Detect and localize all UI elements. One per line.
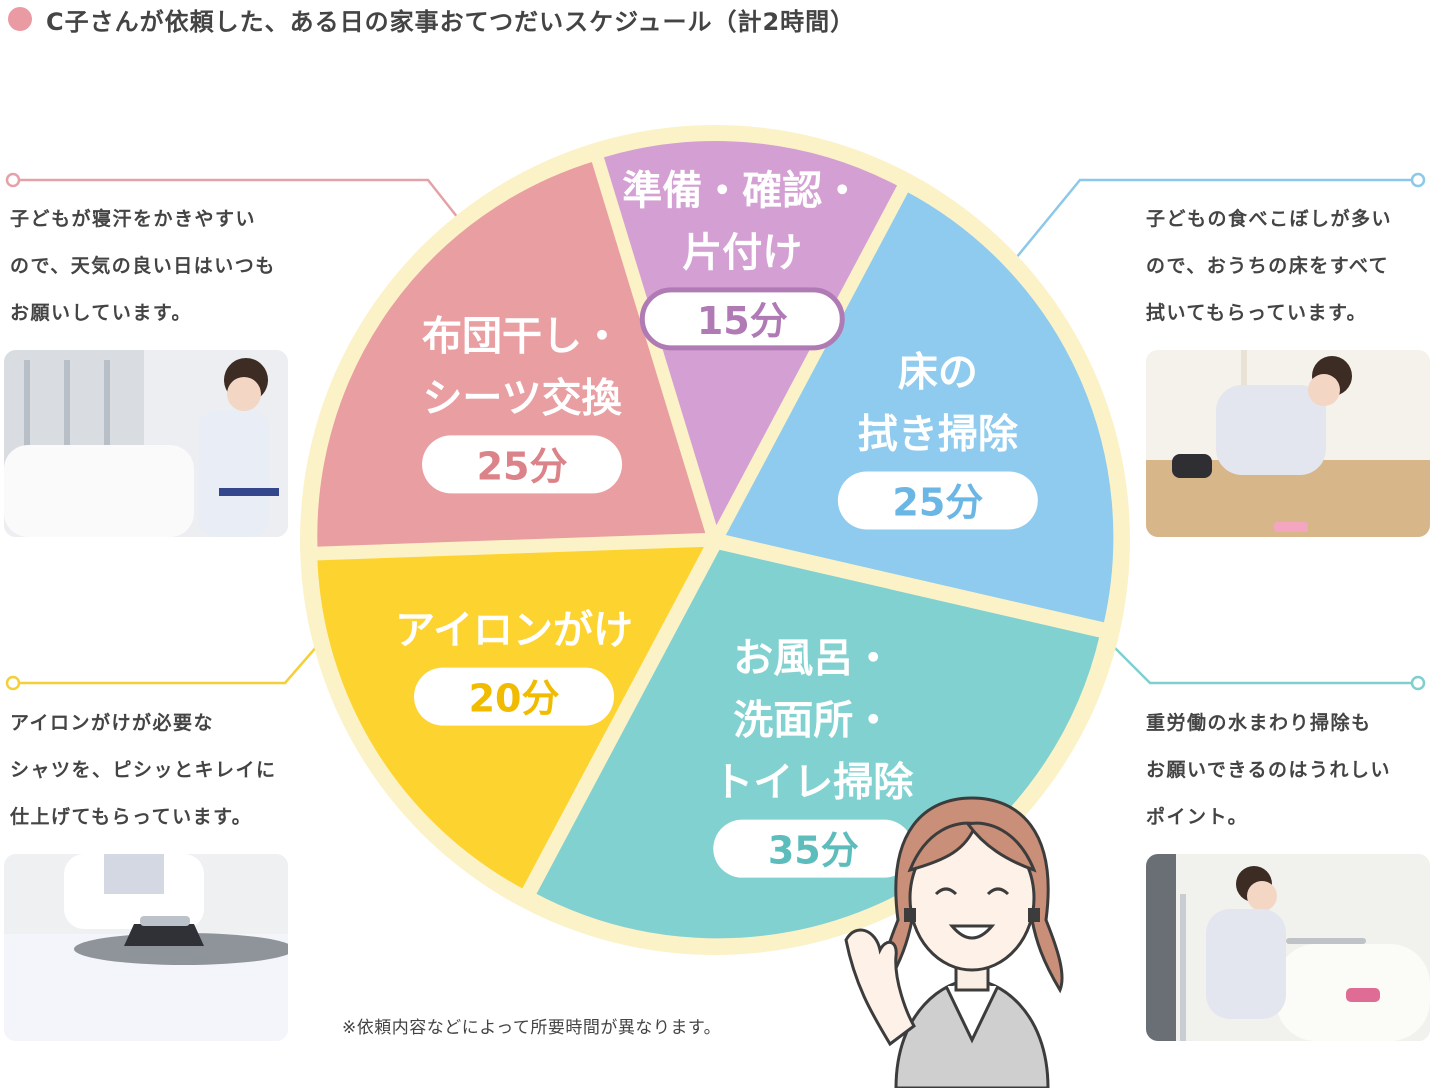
floor-wiping-photo [1146, 350, 1430, 537]
title-bullet-icon [8, 7, 32, 31]
slice-label-3-0: アイロンがけ [395, 608, 633, 654]
footnote: ※依頼内容などによって所要時間が異なります。 [342, 1018, 722, 1038]
note-futon: 子どもが寝汗をかきやすい ので、天気の良い日はいつも お願いしています。 [10, 208, 276, 324]
slice-value-pill-0 [639, 287, 845, 351]
connector-bath-dot [1410, 675, 1426, 691]
page-title: C子さんが依頼した、ある日の家事おてつだいスケジュール（計2時間） [46, 7, 856, 36]
slice-label-0-1: 片付け [682, 230, 802, 276]
slice-value-3: 20分 [469, 677, 560, 721]
futon-photo [4, 350, 288, 537]
ironing-photo [4, 854, 288, 1041]
connector-iron-dot [5, 675, 21, 691]
slice-label-1-0: 床の [898, 349, 978, 395]
connector-futon-dot [5, 172, 21, 188]
note-iron: アイロンがけが必要な シャツを、ピシッとキレイに 仕上げてもらっています。 [10, 712, 277, 828]
smiling-woman-illustration [844, 796, 1064, 1088]
slice-value-4: 25分 [477, 444, 568, 488]
slice-value-2: 35分 [768, 829, 859, 873]
slice-label-1-1: 拭き掃除 [858, 411, 1019, 457]
slice-label-2-1: 洗面所・ [733, 698, 893, 744]
page-header: C子さんが依頼した、ある日の家事おてつだいスケジュール（計2時間） [8, 2, 855, 36]
connector-floor [1015, 178, 1418, 259]
note-floor: 子どもの食べこぼしが多い ので、おうちの床をすべて 拭いてもらっています。 [1146, 208, 1393, 324]
slice-value-1: 25分 [892, 480, 983, 524]
slice-label-0-0: 準備・確認・ [622, 168, 862, 214]
slice-value-0: 15分 [697, 299, 788, 343]
slice-label-4-0: 布団干し・ [422, 313, 622, 359]
callout-connectors [5, 172, 1426, 691]
slice-value-pill-3 [414, 667, 615, 726]
slice-label-4-1: シーツ交換 [422, 375, 622, 421]
connector-floor-dot [1410, 172, 1426, 188]
slice-value-pill-1 [837, 471, 1038, 530]
slice-value-pill-2 [713, 819, 914, 878]
connector-bath [1111, 644, 1418, 685]
bath-cleaning-photo [1146, 854, 1430, 1041]
note-bath: 重労働の水まわり掃除も お願いできるのはうれしい ポイント。 [1146, 712, 1392, 828]
connector-futon [13, 178, 459, 219]
connector-iron [13, 644, 319, 685]
slice-value-pill-4 [422, 435, 623, 494]
slice-label-2-2: トイレ掃除 [713, 760, 914, 806]
slice-label-2-0: お風呂・ [733, 636, 893, 682]
